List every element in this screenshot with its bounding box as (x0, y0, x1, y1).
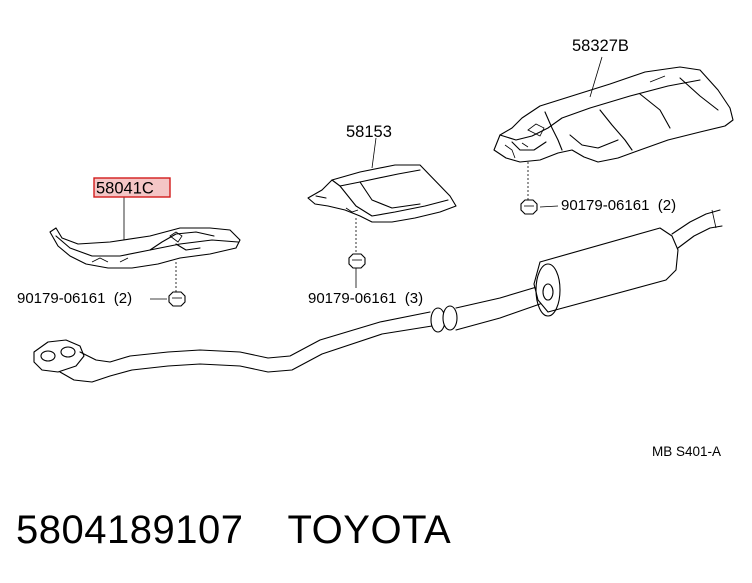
footer-caption: 5804189107 TOYOTA (16, 508, 451, 553)
leader-58327b (589, 56, 603, 98)
nut-left-icon (168, 291, 186, 307)
label-58041c: 58041C (96, 180, 154, 198)
label-nut-right: 90179-06161 (2) (561, 197, 676, 214)
heat-insulator-right (493, 66, 734, 163)
label-reference-code: MB S401-A (652, 444, 721, 459)
leader-58153 (371, 137, 377, 169)
footer-brand: TOYOTA (287, 508, 452, 552)
heat-insulator-center (307, 164, 457, 223)
leader-nut-right-label (539, 205, 559, 208)
label-nut-left: 90179-06161 (2) (17, 290, 132, 307)
label-58153: 58153 (346, 123, 392, 141)
nut-right-icon (520, 199, 538, 215)
footer-part-number: 5804189107 (16, 508, 244, 552)
highlight-box-58041c (93, 177, 171, 198)
label-nut-center: 90179-06161 (3) (308, 290, 423, 307)
heat-insulator-left (49, 227, 241, 269)
nut-center-icon (348, 253, 366, 269)
exhaust-pipe-assembly (33, 209, 723, 383)
label-58327b: 58327B (572, 37, 629, 55)
